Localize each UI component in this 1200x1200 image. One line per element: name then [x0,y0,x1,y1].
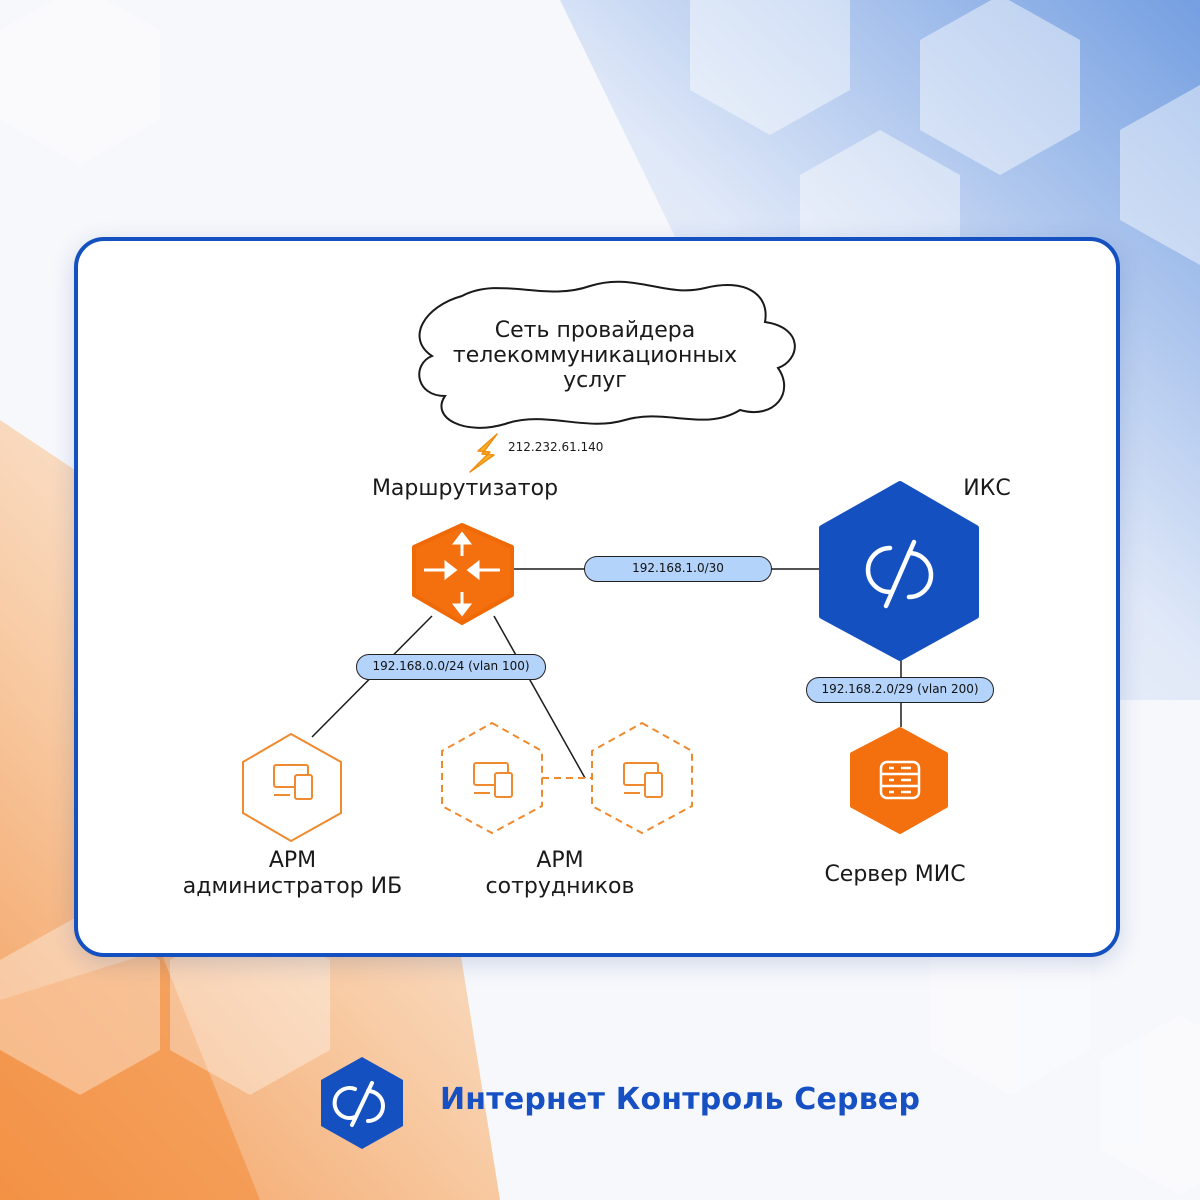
cloud-label-line-3: услуг [563,368,627,393]
footer-brand-name: Интернет Контроль Сервер [440,1082,921,1117]
router-label: Маршрутизатор [371,476,559,501]
arm-admin-label-line-1: АРМ [268,848,317,873]
workstation-icon [273,764,313,800]
arm-admin-node[interactable] [242,732,342,843]
cloud-label-line-2: телекоммуникационных [452,343,738,368]
router-arrows-icon [424,531,500,617]
cloud-label-line-1: Сеть провайдера [494,318,696,343]
arm-staff-label-line-1: АРМ [536,848,584,873]
router-node[interactable] [412,523,514,625]
iks-logo-icon [865,539,934,609]
arm-admin-label-line-2: администратор ИБ [182,874,403,899]
workstation-icon [473,762,513,798]
link-router-iks-pill: 192.168.1.0/30 [584,556,772,582]
arm-staff-node-1[interactable] [441,721,543,835]
iks-label: ИКС [963,476,1011,501]
server-label: Сервер МИС [824,862,966,887]
link-line-router-staff [493,615,586,779]
link-lan-pill: 192.168.0.0/24 (vlan 100) [356,654,546,680]
lightning-icon [469,433,498,473]
workstation-icon [623,762,663,798]
footer-brand [321,1057,403,1149]
provider-cloud [418,280,796,429]
iks-node[interactable] [819,481,979,661]
server-node[interactable] [850,727,948,834]
link-iks-server-pill: 192.168.2.0/29 (vlan 200) [806,677,994,703]
arm-staff-node-2[interactable] [591,721,693,835]
external-ip-label: 212.232.61.140 [508,440,604,454]
iks-logo-icon [321,1057,403,1149]
server-icon [879,760,921,800]
arm-staff-label-line-2: сотрудников [485,874,635,899]
